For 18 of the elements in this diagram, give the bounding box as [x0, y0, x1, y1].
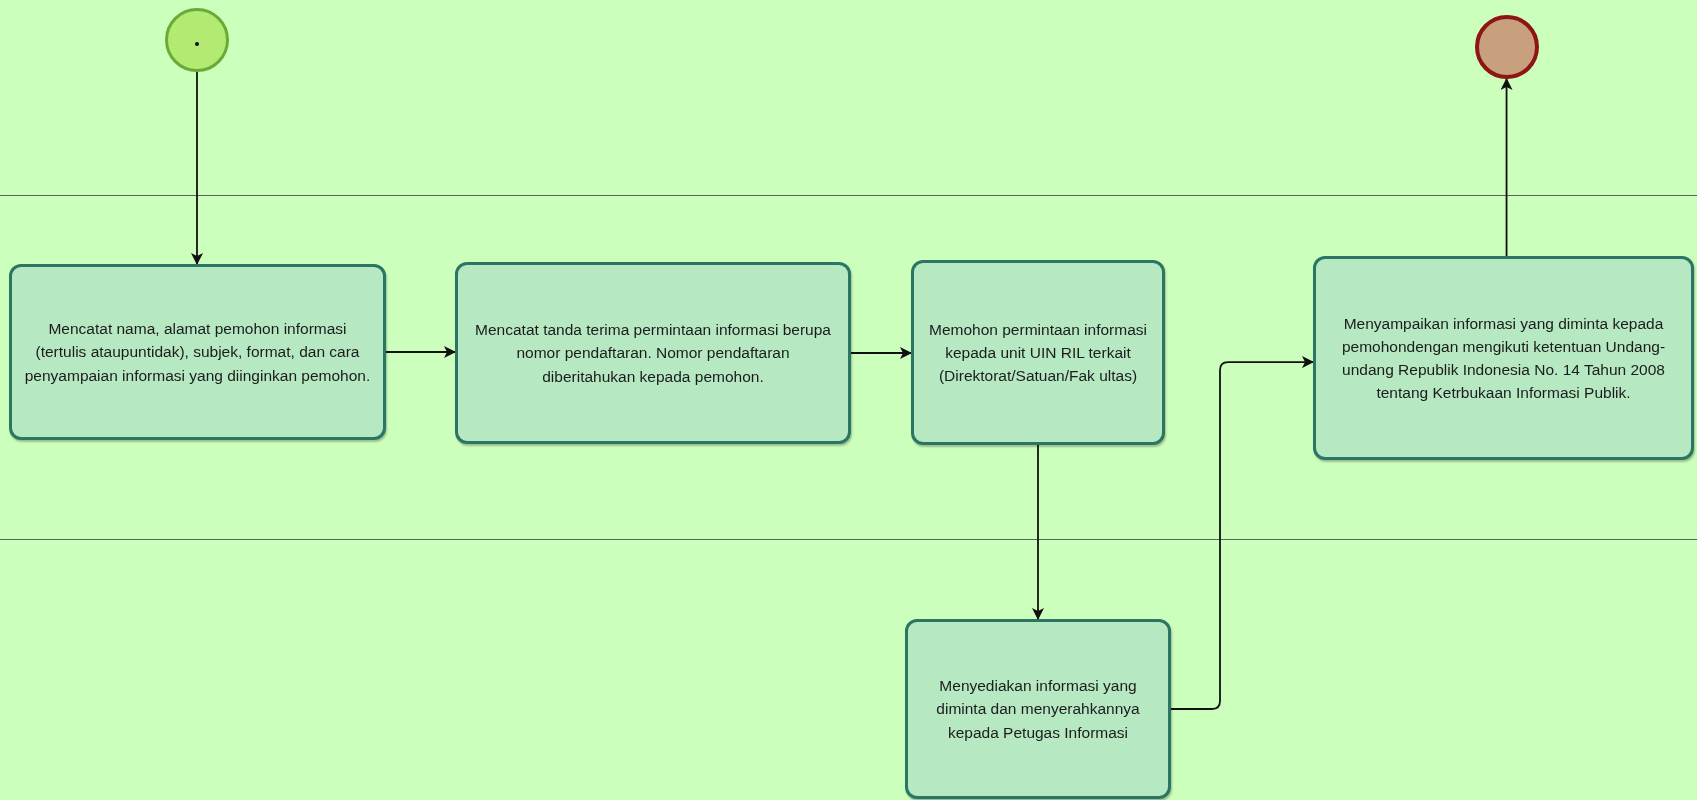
step-text: Memohon permintaan informasi kepada unit UIN RIL terkait (Direktorat/Satuan/Fak ultas) [928, 319, 1148, 387]
arrow [1032, 444, 1044, 620]
step-text: Menyampaikan informasi yang diminta kepada pemohondengan mengikuti ketentuan Undang- undang Republik Indonesia No. 14 Tahun 2008 tentang Ketrbukaan Informasi Publik. [1340, 313, 1667, 404]
process-box [9, 264, 386, 440]
arrow [1170, 356, 1314, 710]
process-box [455, 262, 851, 444]
process-box [905, 619, 1171, 799]
step-text: Menyediakan informasi yang diminta dan menyerahkannya kepada Petugas Informasi [935, 676, 1141, 743]
step-text: Mencatat tanda terima permintaan informasi berupa nomor pendaftaran. Nomor pendaftaran diberitahukan kepada pemohon. [474, 320, 832, 387]
arrow [1500, 78, 1513, 257]
process-box [1313, 256, 1694, 460]
process-box [911, 260, 1165, 445]
arrow [850, 347, 912, 359]
end-event-circle [1475, 15, 1539, 79]
step-text: Mencatat nama, alamat pemohon informasi (tertulis ataupuntidak), subjek, format, dan cara penyampaian informasi yang diinginkan pemohon. [24, 319, 371, 386]
arrow [385, 346, 456, 358]
arrow [191, 71, 203, 265]
start-event-circle [165, 8, 229, 72]
